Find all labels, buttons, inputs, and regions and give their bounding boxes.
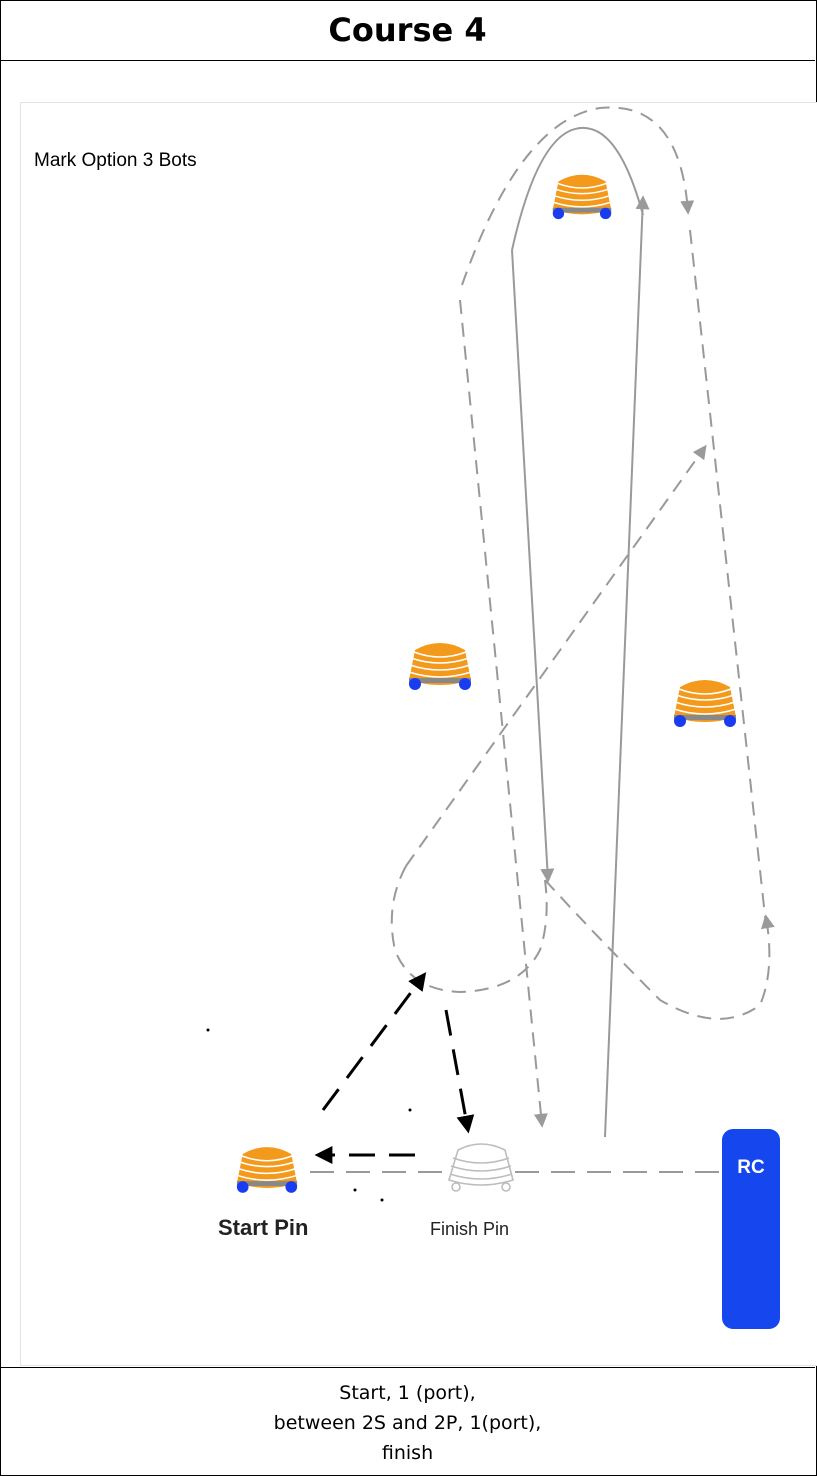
right-mark-buoy [673,679,737,728]
stray-dots [206,1028,412,1202]
diagonal-dashed-leg-arrow [405,444,707,867]
title-cell: Course 4 [0,0,815,61]
start-pin-buoy [236,1146,298,1194]
diagram-panel [20,102,817,1366]
caption-line-1: Start, 1 (port), [339,1382,476,1404]
committee-boat-label: RC [737,1157,765,1178]
finish-pin-label: Finish Pin [430,1219,509,1239]
route-arrow-to-mark-1 [321,972,427,1111]
solid-upwind-leg-arrow [604,195,650,1138]
caption-divider [0,1367,815,1368]
page-title: Course 4 [328,11,487,49]
route-arrow-to-finish [444,1009,475,1134]
top-mark-buoy [552,174,612,220]
right-dashed-leg [689,229,767,926]
diagram-heading: Mark Option 3 Bots [34,150,197,171]
right-mark-loop-arrow [544,879,775,1020]
course-lines [310,106,775,1173]
committee-boat [722,1129,780,1329]
solid-top-loop [511,126,644,251]
start-pin-label: Start Pin [218,1215,308,1240]
mark-1-buoy [408,642,472,691]
left-mark-loop [390,865,548,994]
finish-pin-buoy [448,1143,514,1192]
caption-line-3: finish [381,1442,434,1464]
caption: Start, 1 (port), between 2S and 2P, 1(po… [0,1378,815,1468]
left-dashed-leg-arrow [459,299,548,1128]
top-loop-outer-arrow [461,106,695,286]
caption-line-2: between 2S and 2P, 1(port), [273,1412,542,1434]
route-arrows [314,972,475,1164]
solid-downwind-leg-arrow [511,249,555,883]
